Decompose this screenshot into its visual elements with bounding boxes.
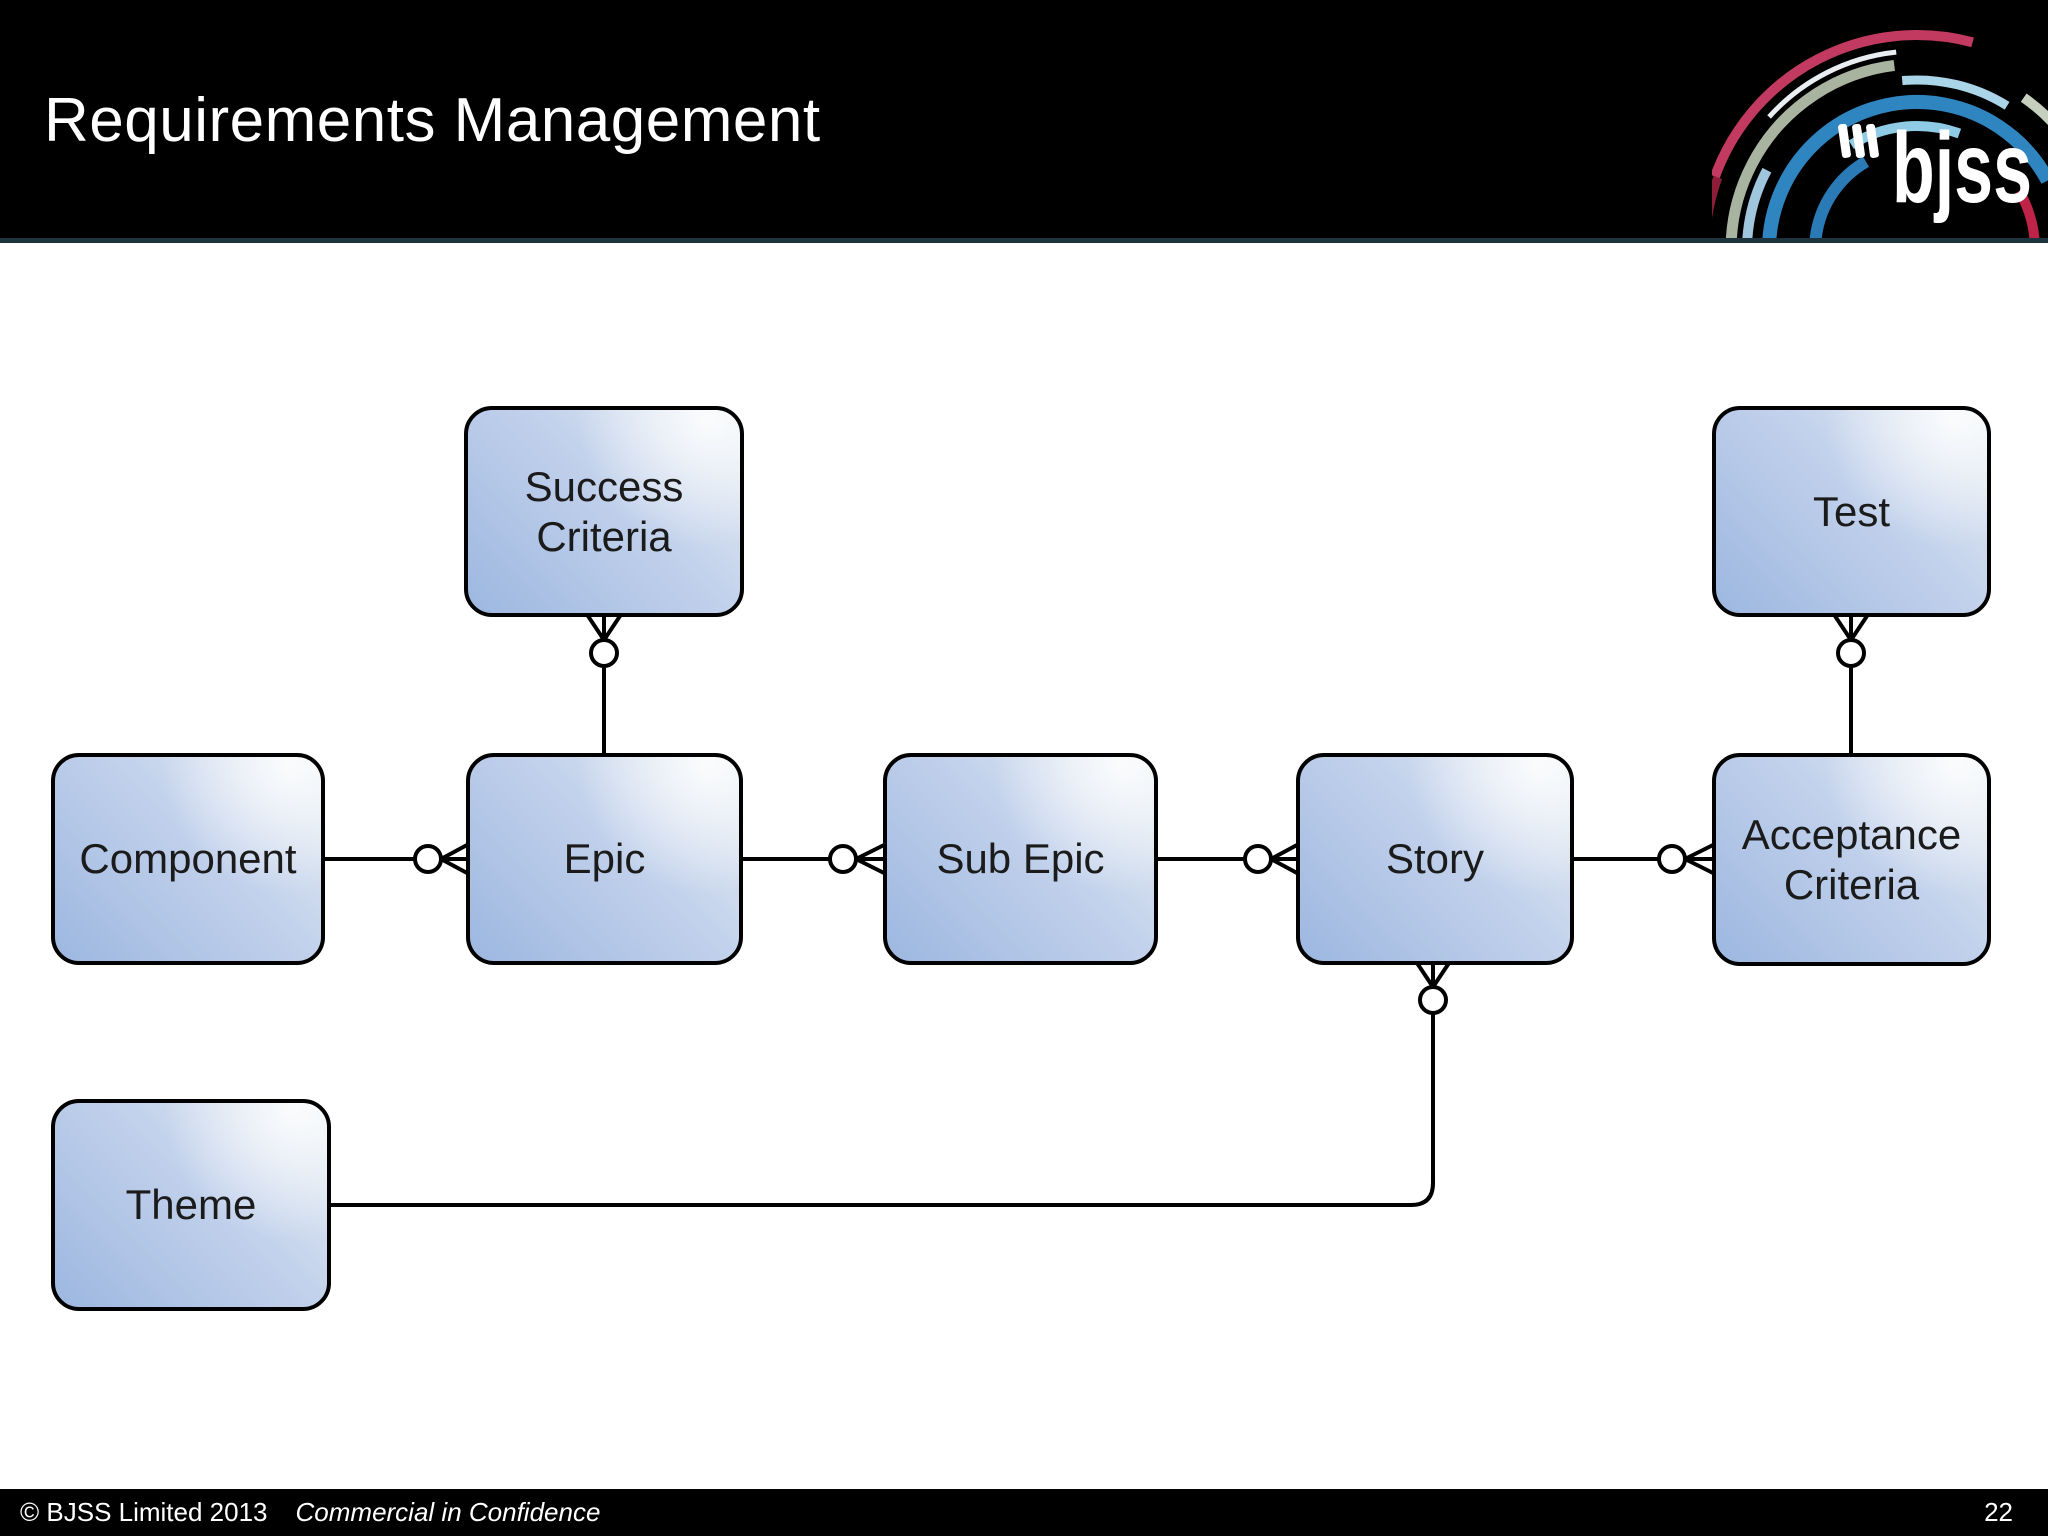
logo-wordmark: bjss bbox=[1892, 112, 2032, 224]
node-label: Success Criteria bbox=[524, 463, 684, 560]
node-epic: Epic bbox=[466, 753, 743, 965]
node-label: Component bbox=[79, 835, 297, 883]
connector-subepic-story bbox=[1157, 843, 1298, 875]
node-label: Epic bbox=[563, 835, 646, 883]
classification-text: Commercial in Confidence bbox=[295, 1497, 601, 1527]
node-label: Theme bbox=[125, 1181, 257, 1229]
node-label: Test bbox=[1812, 487, 1891, 535]
node-story: Story bbox=[1296, 753, 1574, 965]
node-label: Acceptance Criteria bbox=[1741, 811, 1962, 908]
node-component: Component bbox=[51, 753, 325, 965]
node-acceptance-criteria: Acceptance Criteria bbox=[1712, 753, 1991, 966]
connector-epic-subepic bbox=[742, 843, 885, 875]
copyright-text: © BJSS Limited 2013 bbox=[20, 1497, 268, 1527]
node-label: Sub Epic bbox=[936, 835, 1105, 883]
node-theme: Theme bbox=[51, 1099, 331, 1311]
node-test: Test bbox=[1712, 406, 1991, 617]
page-title: Requirements Management bbox=[44, 86, 821, 155]
footer-bar: © BJSS Limited 2013 Commercial in Confid… bbox=[0, 1489, 2048, 1536]
logo-tick-marks bbox=[1838, 123, 1879, 159]
connector-acceptancecriteria-test bbox=[1833, 614, 1869, 753]
page-number: 22 bbox=[1984, 1497, 2013, 1527]
node-success-criteria: Success Criteria bbox=[464, 406, 744, 617]
connector-component-epic bbox=[324, 843, 468, 875]
diagram-canvas: Success Criteria Test Component Epic Sub… bbox=[0, 243, 2048, 1489]
node-label: Story bbox=[1385, 835, 1485, 883]
connector-epic-successcriteria bbox=[586, 614, 622, 753]
node-sub-epic: Sub Epic bbox=[883, 753, 1158, 965]
connector-story-acceptancecriteria bbox=[1573, 843, 1714, 875]
connector-theme-story bbox=[331, 961, 1451, 1207]
